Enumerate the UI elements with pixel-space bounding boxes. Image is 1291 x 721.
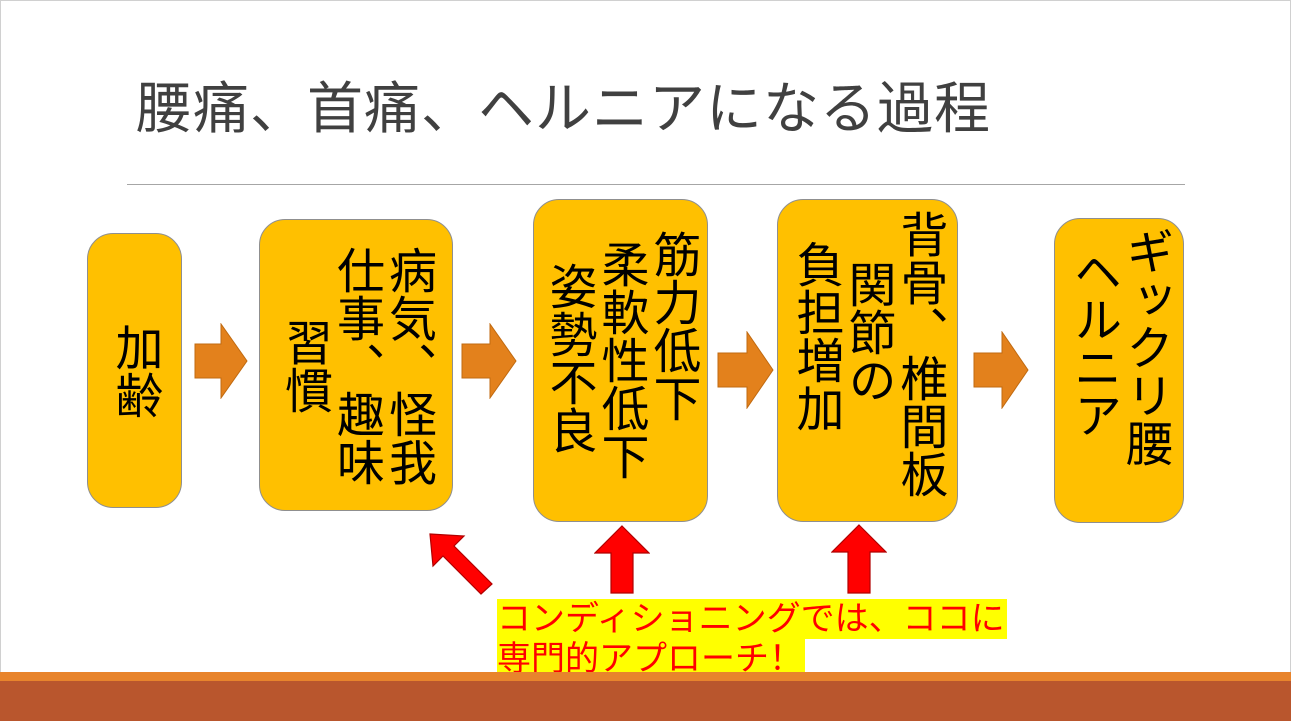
flow-arrow-3 xyxy=(717,331,774,409)
flow-arrow-1 xyxy=(194,323,248,399)
box-result: ギックリ腰 ヘルニア xyxy=(1054,218,1184,523)
box-causes-line-1: 病気、怪我 xyxy=(380,246,436,486)
title-divider xyxy=(127,184,1185,185)
callout-line-1: コンディショニングでは、ココに xyxy=(497,599,1007,639)
box-aging-text: 加齢 xyxy=(106,322,163,419)
box-load-line-1: 背骨、椎間板 xyxy=(891,210,948,498)
box-result-line-2: ヘルニア xyxy=(1065,247,1121,439)
slide-title: 腰痛、首痛、ヘルニアになる過程 xyxy=(136,77,991,142)
footer-bar xyxy=(0,681,1291,721)
box-causes: 病気、怪我 仕事、趣味 習慣 xyxy=(259,219,453,511)
box-muscle: 筋力低下 柔軟性低下 姿勢不良 xyxy=(533,199,708,522)
callout-text: コンディショニングでは、ココに 専門的アプローチ！ xyxy=(497,599,1007,679)
box-causes-line-3: 習慣 xyxy=(276,318,332,414)
footer-accent-bar xyxy=(0,672,1291,681)
box-load-line-3: 負担増加 xyxy=(787,240,844,432)
flow-arrow-4 xyxy=(973,331,1029,409)
flow-arrow-2 xyxy=(461,323,517,399)
box-result-line-1: ギックリ腰 xyxy=(1117,227,1173,467)
box-muscle-line-2: 柔軟性低下 xyxy=(592,240,649,480)
highlight-arrow-up-1 xyxy=(594,525,650,594)
box-load-line-2: 関節の xyxy=(839,260,896,404)
highlight-arrow-diagonal xyxy=(429,533,493,595)
highlight-arrow-up-2 xyxy=(831,524,887,594)
box-load: 背骨、椎間板 関節の 負担増加 xyxy=(777,199,958,522)
box-muscle-line-3: 姿勢不良 xyxy=(540,262,597,454)
box-muscle-line-1: 筋力低下 xyxy=(644,230,701,422)
box-causes-line-2: 仕事、趣味 xyxy=(328,246,384,486)
box-aging: 加齢 xyxy=(87,233,182,508)
